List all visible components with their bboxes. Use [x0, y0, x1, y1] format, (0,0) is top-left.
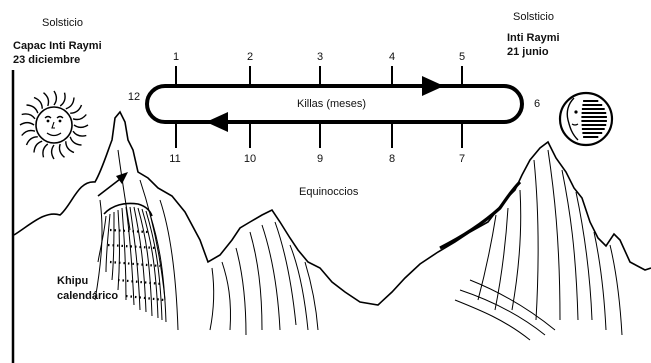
month-label-9: 9: [310, 153, 330, 166]
month-label-12: 12: [124, 91, 144, 104]
month-label-7: 7: [452, 153, 472, 166]
month-label-6: 6: [527, 98, 547, 111]
month-label-2: 2: [240, 51, 260, 64]
right-solstice-name: Inti Raymi: [507, 32, 560, 45]
left-solstice-name: Capac Inti Raymi: [13, 40, 102, 53]
mountain-shading: [95, 150, 622, 340]
pointer-arrow-icon: [98, 172, 128, 196]
cycle-label: Killas (meses): [297, 98, 366, 111]
month-label-10: 10: [240, 153, 260, 166]
right-solstice-heading: Solsticio: [513, 11, 554, 24]
month-label-8: 8: [382, 153, 402, 166]
month-label-1: 1: [166, 51, 186, 64]
month-label-4: 4: [382, 51, 402, 64]
month-label-3: 3: [310, 51, 330, 64]
arrow-left-icon: [206, 112, 228, 132]
equinox-label: Equinoccios: [299, 186, 358, 199]
khipu-icon: [98, 203, 166, 322]
arrow-right-icon: [422, 76, 444, 96]
left-solstice-heading: Solsticio: [42, 17, 83, 30]
khipu-label-line2: calendárico: [57, 290, 118, 303]
month-label-11: 11: [165, 153, 185, 166]
month-label-5: 5: [452, 51, 472, 64]
right-solstice-date: 21 junio: [507, 46, 549, 59]
left-solstice-date: 23 diciembre: [13, 54, 80, 67]
khipu-label-line1: Khipu: [57, 275, 88, 288]
moon-face-icon: [560, 93, 612, 145]
sun-face-icon: [20, 91, 88, 159]
